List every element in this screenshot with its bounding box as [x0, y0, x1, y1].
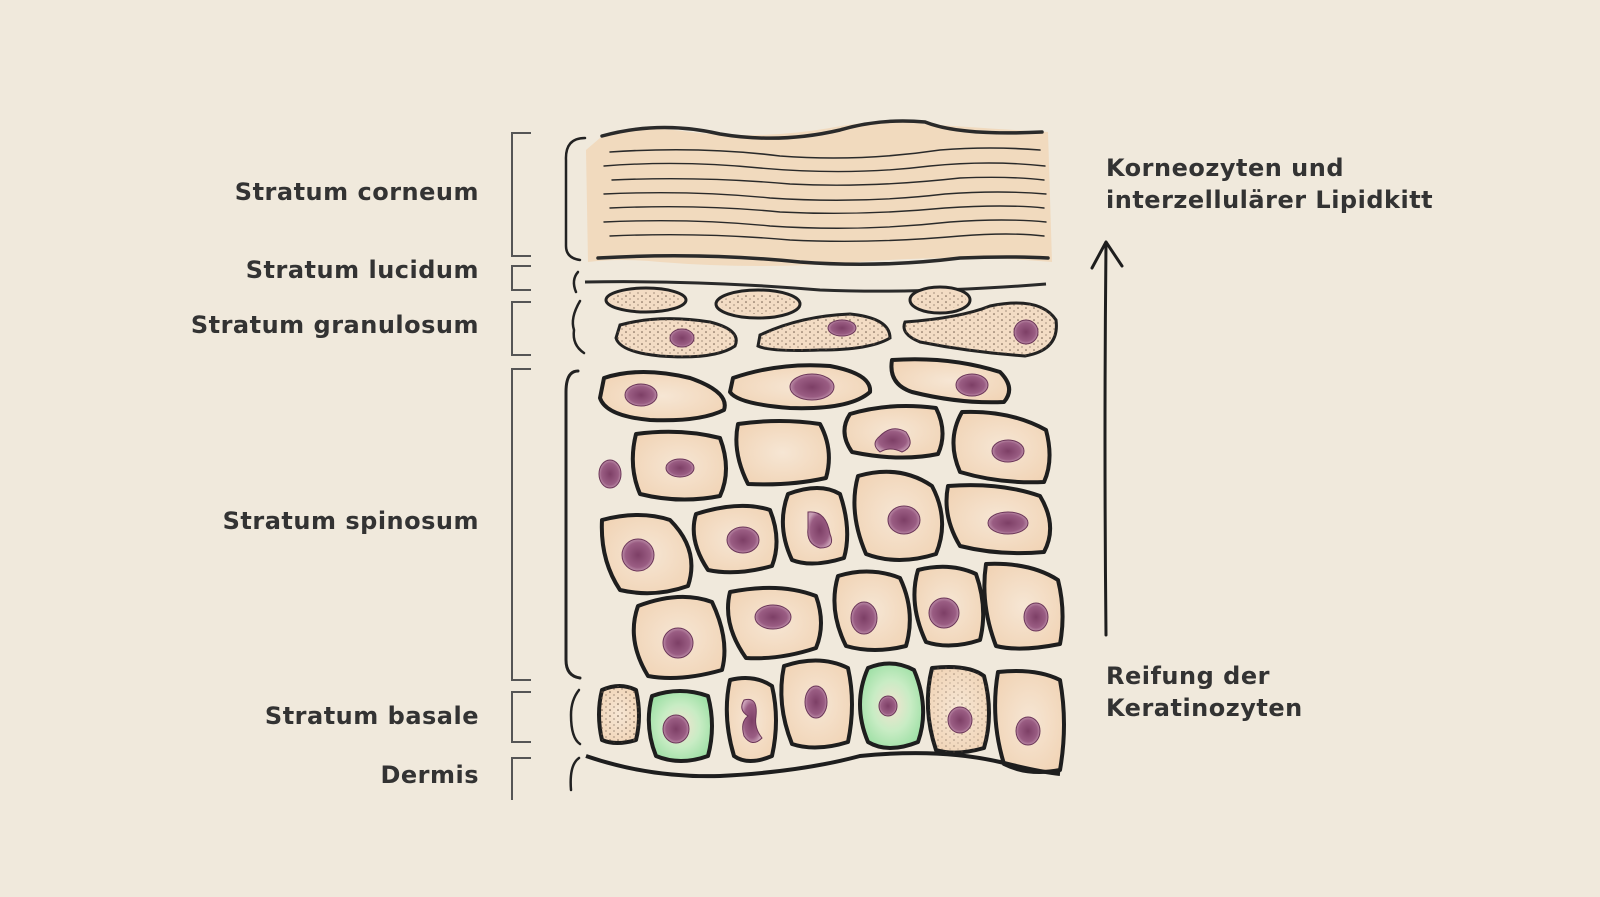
annotation-corneocytes-line1: Korneozyten und [1106, 154, 1345, 182]
bracket-lucidum [511, 265, 531, 291]
label-dermis: Dermis [380, 761, 479, 789]
bracket-spinosum [511, 368, 531, 681]
annotation-maturation: Reifung der Keratinozyten [1106, 660, 1303, 724]
annotation-corneocytes: Korneozyten und interzellulärer Lipidkit… [1106, 152, 1433, 216]
label-stratum-lucidum: Stratum lucidum [245, 256, 479, 284]
stratum-corneum-drawing [584, 119, 1052, 293]
annotation-maturation-line2: Keratinozyten [1106, 694, 1303, 722]
bracket-basale [511, 691, 531, 743]
label-stratum-granulosum: Stratum granulosum [190, 311, 479, 339]
label-stratum-spinosum: Stratum spinosum [222, 507, 479, 535]
basale-nuclei [662, 685, 1041, 746]
spinosum-nuclei [598, 373, 1049, 659]
layer-brackets [511, 132, 531, 800]
basement-membrane [585, 751, 1061, 779]
stratum-granulosum-drawing [604, 285, 1058, 359]
bracket-dermis [511, 757, 531, 800]
maturation-arrow [1090, 240, 1124, 637]
label-stratum-basale: Stratum basale [264, 702, 479, 730]
annotation-maturation-line1: Reifung der [1106, 662, 1270, 690]
bracket-granulosum [511, 301, 531, 356]
bracket-corneum [511, 132, 531, 257]
granulosum-nuclei [669, 319, 1039, 348]
label-stratum-corneum: Stratum corneum [234, 178, 479, 206]
tissue-edge-strokes [564, 136, 587, 792]
annotation-corneocytes-line2: interzellulärer Lipidkitt [1106, 186, 1434, 214]
